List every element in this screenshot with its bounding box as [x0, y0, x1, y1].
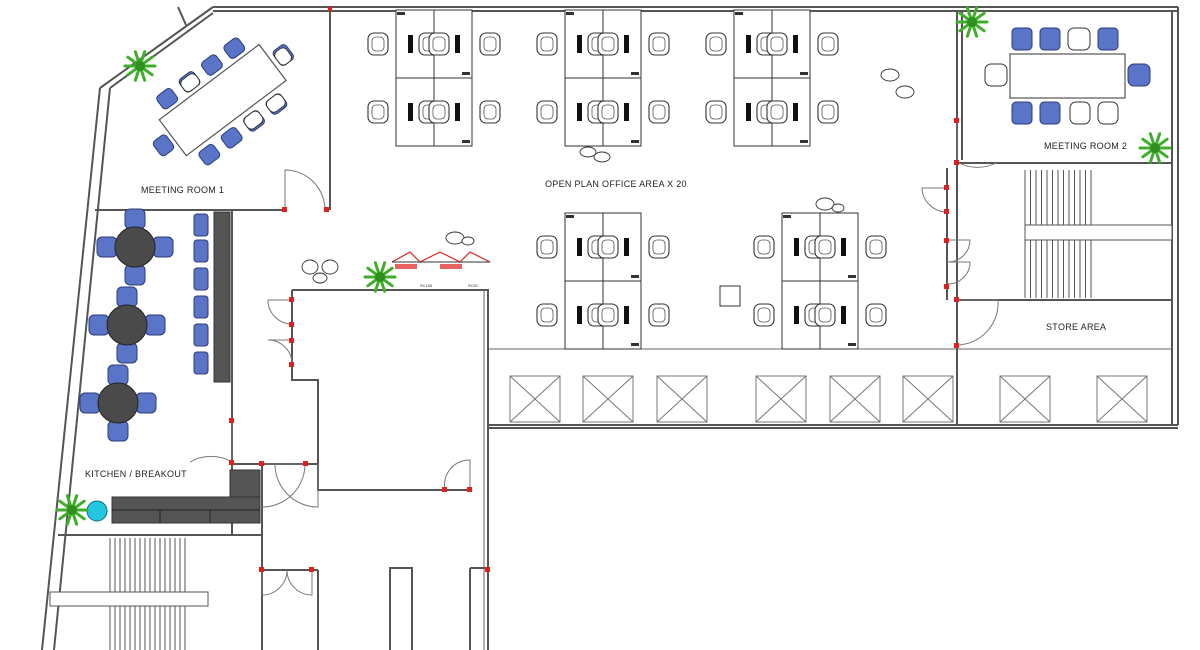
door-store — [956, 299, 999, 346]
door-core-1 — [267, 299, 293, 365]
meeting-room-1-label: MEETING ROOM 1 — [141, 185, 224, 195]
plant-icon — [55, 494, 89, 526]
door-lower — [261, 569, 313, 596]
meeting-room-2-label: MEETING ROOM 2 — [1044, 141, 1127, 151]
storage-bays — [509, 375, 1148, 423]
store-area-label: STORE AREA — [1046, 322, 1106, 332]
plant-icon — [1138, 132, 1172, 164]
plant-icon — [363, 261, 397, 293]
desk-cluster — [753, 212, 887, 350]
stairs-left — [49, 538, 209, 650]
round-table — [88, 286, 166, 364]
door-markers — [229, 7, 959, 572]
soft-seating — [301, 68, 915, 284]
plant-icon — [955, 6, 989, 38]
door-corridor — [261, 463, 319, 508]
meeting-room-2: MEETING ROOM 2 — [984, 27, 1151, 151]
stairs-right — [1024, 170, 1173, 298]
plants — [55, 6, 1172, 526]
door-kitchen — [189, 420, 233, 463]
desk-cluster — [536, 212, 670, 350]
svg-text:SC61: SC61 — [468, 283, 479, 288]
column — [719, 285, 741, 307]
svg-text:SC155: SC155 — [420, 283, 433, 288]
meeting-table-2 — [1009, 53, 1126, 99]
round-table — [96, 208, 174, 286]
printer-icon — [440, 264, 462, 269]
open-plan-label: OPEN PLAN OFFICE AREA X 20 — [545, 179, 687, 189]
kitchen-label: KITCHEN / BREAKOUT — [85, 469, 187, 479]
door-stair-2 — [946, 239, 971, 285]
desk-cluster — [705, 9, 839, 147]
meeting-room-1: MEETING ROOM 1 — [141, 37, 295, 195]
printer-icon — [395, 264, 417, 269]
desk-cluster — [536, 9, 670, 147]
doors — [189, 120, 999, 596]
kitchen-breakout: KITCHEN / BREAKOUT — [79, 208, 261, 524]
water-cooler-icon — [86, 500, 108, 522]
printer-station: SC155 SC61 — [391, 251, 491, 288]
door-stair-1 — [921, 187, 948, 213]
door-meeting-room-2 — [956, 120, 999, 168]
round-table — [79, 364, 157, 442]
meeting-table-1 — [158, 43, 287, 157]
desk-clusters — [367, 9, 887, 350]
desk-cluster — [367, 9, 501, 147]
door-core-2 — [444, 459, 471, 491]
plant-icon — [123, 50, 157, 82]
door-meeting-room-1 — [284, 169, 326, 211]
